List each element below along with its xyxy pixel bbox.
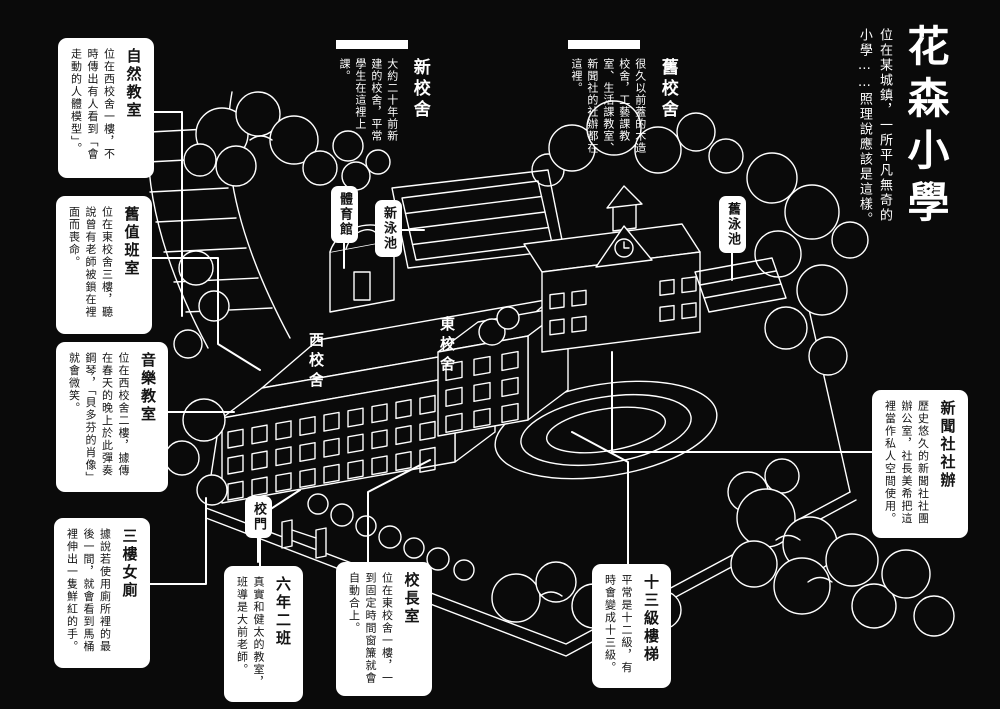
- callout-title: 自然教室: [124, 48, 143, 120]
- callout-title: 十三級樓梯: [642, 574, 660, 664]
- callout-desc: 位在東校舍一樓，一到固定時間窗簾就會自動合上。: [347, 572, 394, 685]
- trees-front: [164, 306, 955, 637]
- legend-old-building: 舊校舍 很久以前蓋的木造校舍，工藝課教室、生活課教室、新聞社的社辦都在這裡。: [568, 40, 678, 154]
- callout-desc: 平常是十二級，有時會變成十三級。: [603, 574, 634, 674]
- school-gate: [281, 519, 327, 559]
- callout-desc: 位在西校舍一樓，不時傳出有人看到「會走動的人體模型」。: [69, 48, 116, 161]
- callout-thirteen-steps: 十三級樓梯 平常是十二級，有時會變成十三級。: [592, 564, 671, 688]
- callout-newspaper-club: 新聞社社辦 歷史悠久的新聞社社團辦公室，社長美希把這裡當作私人空間使用。: [872, 390, 968, 538]
- callout-title: 三樓女廁: [120, 528, 139, 600]
- legend-desc: 大約二十年前新建的校舍，平常學生在這裡上課。: [337, 58, 399, 142]
- legend-new-building: 新校舍 大約二十年前新建的校舍，平常學生在這裡上課。: [336, 40, 430, 142]
- map-label-old-pool: 舊泳池: [719, 196, 746, 253]
- old-pool: [694, 257, 787, 313]
- legend-title: 舊校舍: [657, 58, 678, 121]
- legend-desc: 很久以前蓋的木造校舍，工藝課教室、生活課教室、新聞社的社辦都在這裡。: [569, 58, 647, 154]
- callout-old-duty-room: 舊值班室 位在東校舍三樓，聽說曾有老師被鎖在裡面而喪命。: [56, 196, 152, 334]
- callout-title: 六年二班: [274, 576, 292, 648]
- callout-principal-office: 校長室 位在東校舍一樓，一到固定時間窗簾就會自動合上。: [336, 562, 432, 696]
- page-subtitle: 位在某城鎮，一所平凡無奇的小學……照理說應該是這樣。: [856, 28, 892, 227]
- callout-desc: 位在西校舍二樓，據傳在春天的晚上於此彈奏鋼琴，「貝多芬的肖像」就會微笑。: [67, 352, 131, 479]
- callout-desc: 真實和健太的教室，班導是大前老師。: [235, 576, 266, 689]
- callout-title: 舊值班室: [122, 206, 141, 278]
- map-label-east-building: 東校舍: [438, 316, 456, 376]
- callout-third-floor-toilet: 三樓女廁 據說若使用廁所裡的最後一間，就會看到馬桶裡伸出一隻鮮紅的手。: [54, 518, 150, 668]
- callout-title: 校長室: [402, 572, 421, 626]
- map-label-new-pool: 新泳池: [375, 200, 402, 257]
- legend-title: 新校舍: [409, 58, 430, 121]
- callout-desc: 歷史悠久的新聞社社團辦公室，社長美希把這裡當作私人空間使用。: [883, 400, 930, 525]
- callout-nature-classroom: 自然教室 位在西校舍一樓，不時傳出有人看到「會走動的人體模型」。: [58, 38, 154, 178]
- map-label-gate: 校門: [245, 496, 272, 538]
- callout-desc: 據說若使用廁所裡的最後一間，就會看到馬桶裡伸出一隻鮮紅的手。: [65, 528, 112, 653]
- callout-music-classroom: 音樂教室 位在西校舍二樓，據傳在春天的晚上於此彈奏鋼琴，「貝多芬的肖像」就會微笑…: [56, 342, 168, 492]
- callout-title: 音樂教室: [139, 352, 157, 424]
- legend-bar-icon: [568, 40, 640, 49]
- old-schoolhouse: [523, 185, 701, 353]
- map-label-gym: 體育館: [331, 186, 358, 243]
- legend-bar-icon: [336, 40, 408, 49]
- callout-class-6-2: 六年二班 真實和健太的教室，班導是大前老師。: [224, 566, 303, 702]
- map-label-west-building: 西校舍: [307, 332, 325, 392]
- trees-back: [173, 91, 869, 376]
- callout-desc: 位在東校舍三樓，聽說曾有老師被鎖在裡面而喪命。: [67, 206, 114, 319]
- page-title: 花森小學: [901, 24, 950, 232]
- callout-title: 新聞社社辦: [938, 400, 957, 490]
